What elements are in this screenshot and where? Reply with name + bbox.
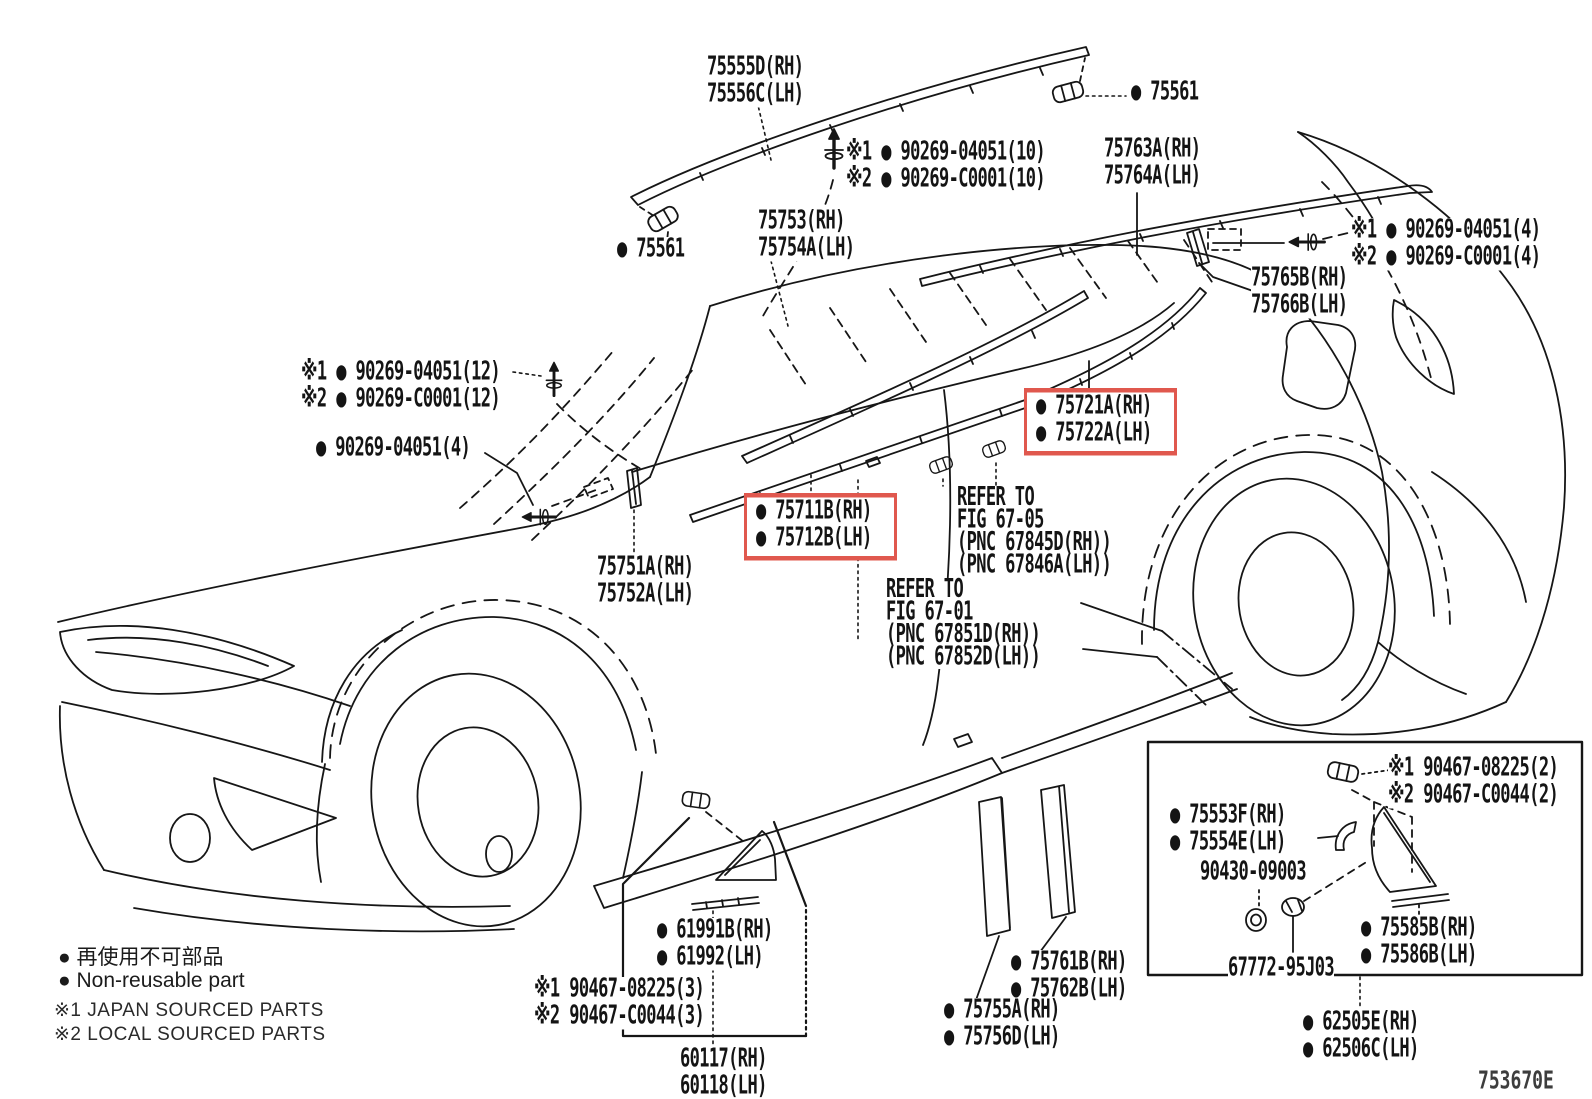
- legend-non-reusable-jp: ● 再使用不可部品: [58, 941, 224, 971]
- label-fender-panel: 60117(RH)60118(LH): [680, 1044, 767, 1099]
- label-quarter-strip: ● 75585B(RH)● 75586B(LH): [1361, 913, 1477, 970]
- quarter-moulding-drawing: [1186, 228, 1242, 267]
- pillar-tape-drawings: [975, 784, 1076, 1001]
- label-front-belt-moulding[interactable]: ● 75711B(RH)● 75712B(LH): [744, 493, 897, 561]
- label-left-screws: ※1 ● 90269-04051(12)※2 ● 90269-C0001(12): [301, 357, 501, 414]
- clip-75561-top-icon: [1050, 79, 1086, 105]
- rocker-garnish-lines: [953, 672, 1238, 774]
- rear-end: [1249, 131, 1567, 736]
- figure-code: 753670E: [1478, 1066, 1554, 1096]
- panel-clip-icon: [1325, 760, 1361, 784]
- label-panel-screws: ※1 90467-08225(2)※2 90467-C0044(2): [1388, 753, 1559, 810]
- mudguard-clip-icon: [680, 790, 712, 810]
- label-roof-screws: ※1 ● 90269-04051(10)※2 ● 90269-C0001(10): [846, 137, 1046, 194]
- screw-rivet-icon: [1287, 232, 1326, 252]
- label-grommet: 90430-09003: [1200, 857, 1307, 887]
- label-windshield-side-moulding: 75751A(RH)75752A(LH): [597, 552, 694, 609]
- label-rear-quarter-spat: ● 62505E(RH)● 62506C(LH): [1303, 1007, 1419, 1064]
- label-roof-moulding: 75555D(RH)75556C(LH): [707, 52, 804, 109]
- front-end: [58, 625, 515, 933]
- label-front-window-moulding: 75753(RH)75754A(LH): [758, 206, 855, 263]
- label-clip-75561-top: ● 75561: [1131, 77, 1199, 107]
- label-mudguard-screws: ※1 90467-08225(3)※2 90467-C0044(3): [534, 974, 705, 1031]
- clip-75561-left-icon: [645, 203, 681, 235]
- label-front-pillar-tape: ● 75755A(RH)● 75756D(LH): [944, 995, 1060, 1052]
- label-clip-75561-left: ● 75561: [617, 234, 685, 264]
- label-fastener: 67772-95J03: [1228, 953, 1335, 983]
- label-rear-rail-moulding: 75763A(RH)75764A(LH): [1104, 134, 1201, 191]
- label-mudguard: ● 61991B(RH)● 61992(LH): [657, 915, 773, 972]
- front-wheel: [329, 599, 657, 928]
- rear-wheel: [1141, 434, 1451, 727]
- legend-non-reusable-en: ● Non-reusable part: [58, 969, 245, 993]
- label-corner-garnish: ● 75553F(RH)● 75554E(LH): [1170, 800, 1286, 857]
- windshield-side-moulding-drawing: [551, 467, 642, 509]
- detail-panel-box: [1146, 740, 1584, 977]
- label-fender-screw: ● 90269-04051(4): [316, 433, 471, 463]
- label-quarter-moulding: 75765B(RH)75766B(LH): [1251, 263, 1348, 320]
- legend-local-sourced: ※2 LOCAL SOURCED PARTS: [54, 1023, 326, 1046]
- legend-japan-sourced: ※1 JAPAN SOURCED PARTS: [54, 999, 324, 1022]
- mudguard-drawing: [621, 811, 808, 1038]
- label-rear-pillar-tape: ● 75761B(RH)● 75762B(LH): [1011, 947, 1127, 1004]
- screw-rivet-icon: [544, 361, 564, 398]
- label-right-screws: ※1 ● 90269-04051(4)※2 ● 90269-C0001(4): [1351, 215, 1541, 272]
- screw-rivet-icon: [823, 127, 845, 170]
- label-rear-belt-moulding[interactable]: ● 75721A(RH)● 75722A(LH): [1024, 388, 1177, 456]
- door-clip-icon: [980, 438, 1008, 460]
